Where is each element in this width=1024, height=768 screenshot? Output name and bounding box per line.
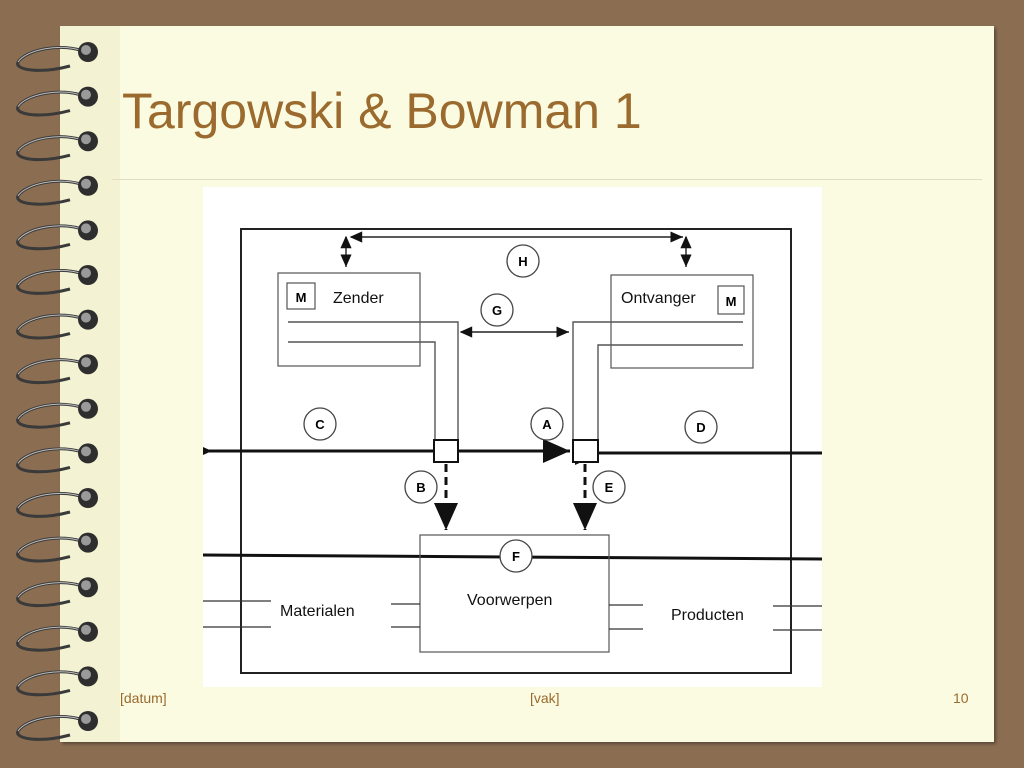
svg-text:B: B <box>416 480 425 495</box>
receiver-m-mark: M <box>726 294 737 309</box>
binding-ring <box>16 86 98 117</box>
binding-ring <box>16 354 98 384</box>
binding-ring <box>16 577 98 607</box>
communication-diagram: H G C A D B E F M M <box>203 187 822 687</box>
circle-g: G <box>480 293 514 327</box>
label-objects: Voorwerpen <box>467 592 553 609</box>
svg-text:D: D <box>696 420 705 435</box>
binding-ring <box>16 265 98 295</box>
binding-ring <box>16 42 98 72</box>
binding-ring <box>16 131 98 161</box>
circle-h: H <box>506 244 540 278</box>
title-divider <box>112 179 982 180</box>
diagram-canvas: H G C A D B E F M M <box>203 228 822 674</box>
binding-ring <box>16 398 98 429</box>
sender-box <box>277 272 421 367</box>
sender-channel <box>288 321 459 441</box>
svg-text:F: F <box>512 549 520 564</box>
circle-f: F <box>499 539 533 573</box>
svg-text:H: H <box>518 254 527 269</box>
objects-box <box>419 534 610 653</box>
receiver-m-box <box>717 285 745 315</box>
receiver-channel <box>572 321 743 441</box>
label-sender: Zender <box>333 290 384 307</box>
sender-port <box>433 439 459 463</box>
svg-text:E: E <box>605 480 614 495</box>
binding-ring <box>16 532 98 563</box>
binding-ring <box>16 443 98 474</box>
circle-c: C <box>303 407 337 441</box>
binding-ring <box>16 220 98 251</box>
svg-text:A: A <box>542 417 552 432</box>
svg-text:G: G <box>492 303 502 318</box>
receiver-port <box>572 439 599 463</box>
binding-ring <box>16 666 98 697</box>
circle-d: D <box>684 410 718 444</box>
sender-m-mark: M <box>296 290 307 305</box>
footer-page-number: 10 <box>953 690 969 706</box>
binding-ring <box>16 309 98 340</box>
circle-e: E <box>592 470 626 504</box>
spiral-binding <box>16 42 98 741</box>
binding-ring <box>16 488 98 518</box>
binding-ring <box>16 711 98 741</box>
binding-ring <box>16 175 98 206</box>
footer-subject: [vak] <box>530 690 560 706</box>
circle-b: B <box>404 470 438 504</box>
footer-date: [datum] <box>120 690 167 706</box>
slide-title: Targowski & Bowman 1 <box>122 83 642 139</box>
label-receiver: Ontvanger <box>621 290 696 307</box>
label-materials: Materialen <box>280 603 355 620</box>
label-products: Producten <box>671 607 744 624</box>
sender-m-box <box>286 282 316 310</box>
circle-a: A <box>530 407 564 441</box>
binding-ring <box>16 621 98 652</box>
svg-text:C: C <box>315 417 325 432</box>
